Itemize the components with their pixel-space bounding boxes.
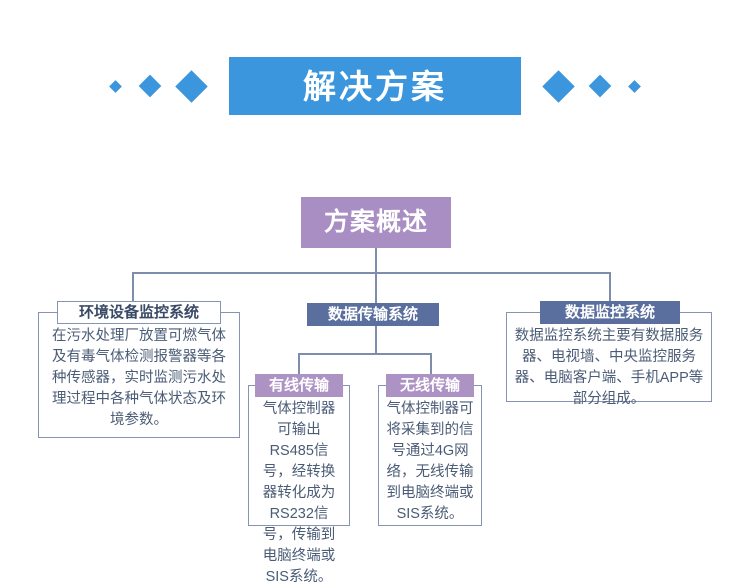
panel-wireless [378, 385, 482, 526]
badge-monitoring-title: 数据监控系统 [540, 301, 680, 324]
right-diamond-group [542, 69, 641, 103]
diamond-icon-small-right [628, 79, 641, 93]
panel-wireless-body: 气体控制器可将采集到的信号通过4G网络，无线传输到电脑终端或SIS系统。 [386, 401, 474, 522]
badge-transmission-label: 数据传输系统 [327, 306, 418, 323]
badge-wireless-label: 无线传输 [399, 377, 460, 394]
connector-drop-env [132, 272, 134, 303]
diamond-icon-medium-right [588, 74, 612, 98]
badge-wired-label: 有线传输 [268, 377, 329, 394]
diamond-icon-large-right [542, 69, 575, 103]
badge-wireless-title: 无线传输 [386, 374, 474, 397]
page-title: 解决方案 [303, 67, 447, 105]
badge-env-title: 环境设备监控系统 [57, 301, 221, 324]
page-title-banner: 解决方案 [229, 57, 521, 115]
panel-env-body: 在污水处理厂放置可燃气体及有毒气体检测报警器等各种传感器，实时监测污水处理过程中… [52, 328, 226, 428]
connector-transmission-stem [375, 326, 377, 354]
connector-drop-monitoring [609, 272, 611, 303]
root-node-overview: 方案概述 [301, 197, 451, 248]
panel-env [38, 312, 240, 438]
badge-monitoring-label: 数据监控系统 [564, 304, 655, 321]
badge-wired-title: 有线传输 [255, 374, 343, 397]
left-diamond-group [109, 69, 208, 103]
connector-drop-transmission [375, 272, 377, 303]
diamond-icon-large-left [175, 69, 208, 103]
connector-root-stem [375, 248, 377, 273]
root-node-label: 方案概述 [323, 208, 428, 236]
diamond-icon-medium-left [138, 74, 162, 98]
connector-drop-wireless [430, 353, 432, 385]
diamond-icon-small-left [109, 79, 122, 93]
badge-env-label: 环境设备监控系统 [78, 304, 199, 321]
badge-transmission-title: 数据传输系统 [307, 303, 439, 326]
connector-bus-main [132, 272, 611, 274]
header-banner-row: 解决方案 [0, 55, 750, 117]
panel-monitoring [506, 312, 712, 402]
panel-wired-body: 气体控制器可输出RS485信号，经转换器转化成为RS232信号，传输到电脑终端或… [262, 401, 336, 585]
solution-diagram: 解决方案 方案概述 在污水处理厂放置可燃气体及有毒气体检测报警器等各种传感器，实… [0, 55, 750, 585]
panel-monitoring-body: 数据监控系统主要有数据服务器、电视墙、中央监控服务器、电脑客户端、手机APP等部… [514, 328, 704, 407]
connector-bus-sub [298, 353, 432, 355]
connector-drop-wired [298, 353, 300, 385]
